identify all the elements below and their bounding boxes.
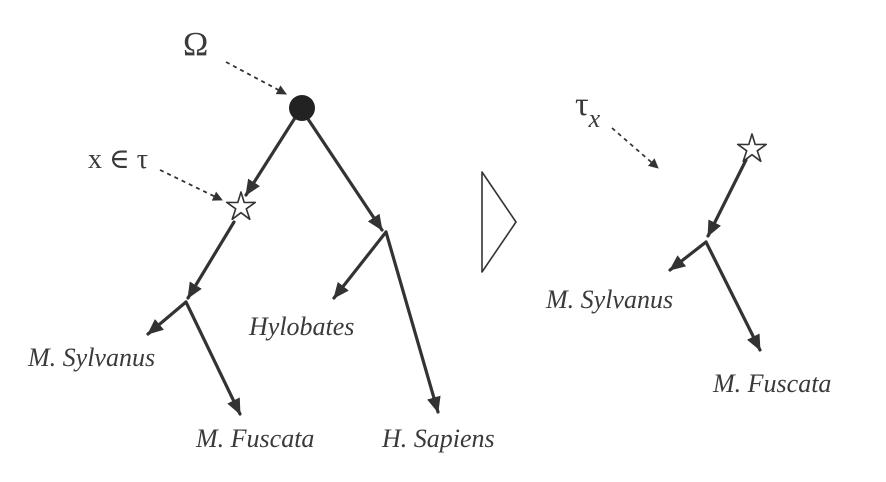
star-pointer-arrow bbox=[159, 169, 223, 201]
star-icon bbox=[736, 133, 768, 163]
left-tree: Ω x ∈ τ M. Sylvanus M. Fuscata Hylobates… bbox=[27, 26, 495, 453]
edge-to-m-sylvanus bbox=[146, 300, 188, 336]
subtree-marker-label: x ∈ τ bbox=[88, 144, 148, 175]
subtree-subscript: x bbox=[588, 104, 601, 133]
edge-to-m-sylvanus bbox=[668, 240, 708, 272]
subtree-marker-text: x ∈ τ bbox=[88, 144, 148, 175]
edge-to-m-fuscata bbox=[184, 300, 242, 416]
edge-root-to-ape-node bbox=[300, 108, 384, 232]
leaf-label: Hylobates bbox=[248, 312, 354, 341]
star-icon bbox=[225, 191, 257, 221]
edge-to-hylobates bbox=[332, 230, 388, 300]
edge-to-m-fuscata bbox=[704, 240, 762, 352]
triangle-arrow-icon bbox=[481, 171, 517, 273]
root-node bbox=[289, 95, 315, 121]
leaf-label: M. Sylvanus bbox=[27, 343, 155, 372]
leaf-label: H. Sapiens bbox=[381, 424, 495, 453]
subtree-pointer-arrow bbox=[611, 127, 659, 169]
subtree-symbol: τ bbox=[575, 86, 589, 123]
leaf-label: M. Fuscata bbox=[712, 369, 831, 398]
edge-star-to-macaque-node bbox=[186, 220, 236, 300]
right-tree: τx M. Sylvanus M. Fuscata bbox=[545, 86, 831, 398]
edge-to-h-sapiens bbox=[384, 230, 441, 414]
leaf-label: M. Fuscata bbox=[195, 424, 314, 453]
root-pointer-arrow bbox=[225, 61, 287, 95]
edge-star-to-macaque-node bbox=[706, 158, 748, 238]
edge-root-to-star bbox=[244, 108, 302, 197]
leaf-label: M. Sylvanus bbox=[545, 285, 673, 314]
subtree-symbol-label: τx bbox=[575, 86, 601, 133]
root-symbol-label: Ω bbox=[183, 26, 208, 63]
